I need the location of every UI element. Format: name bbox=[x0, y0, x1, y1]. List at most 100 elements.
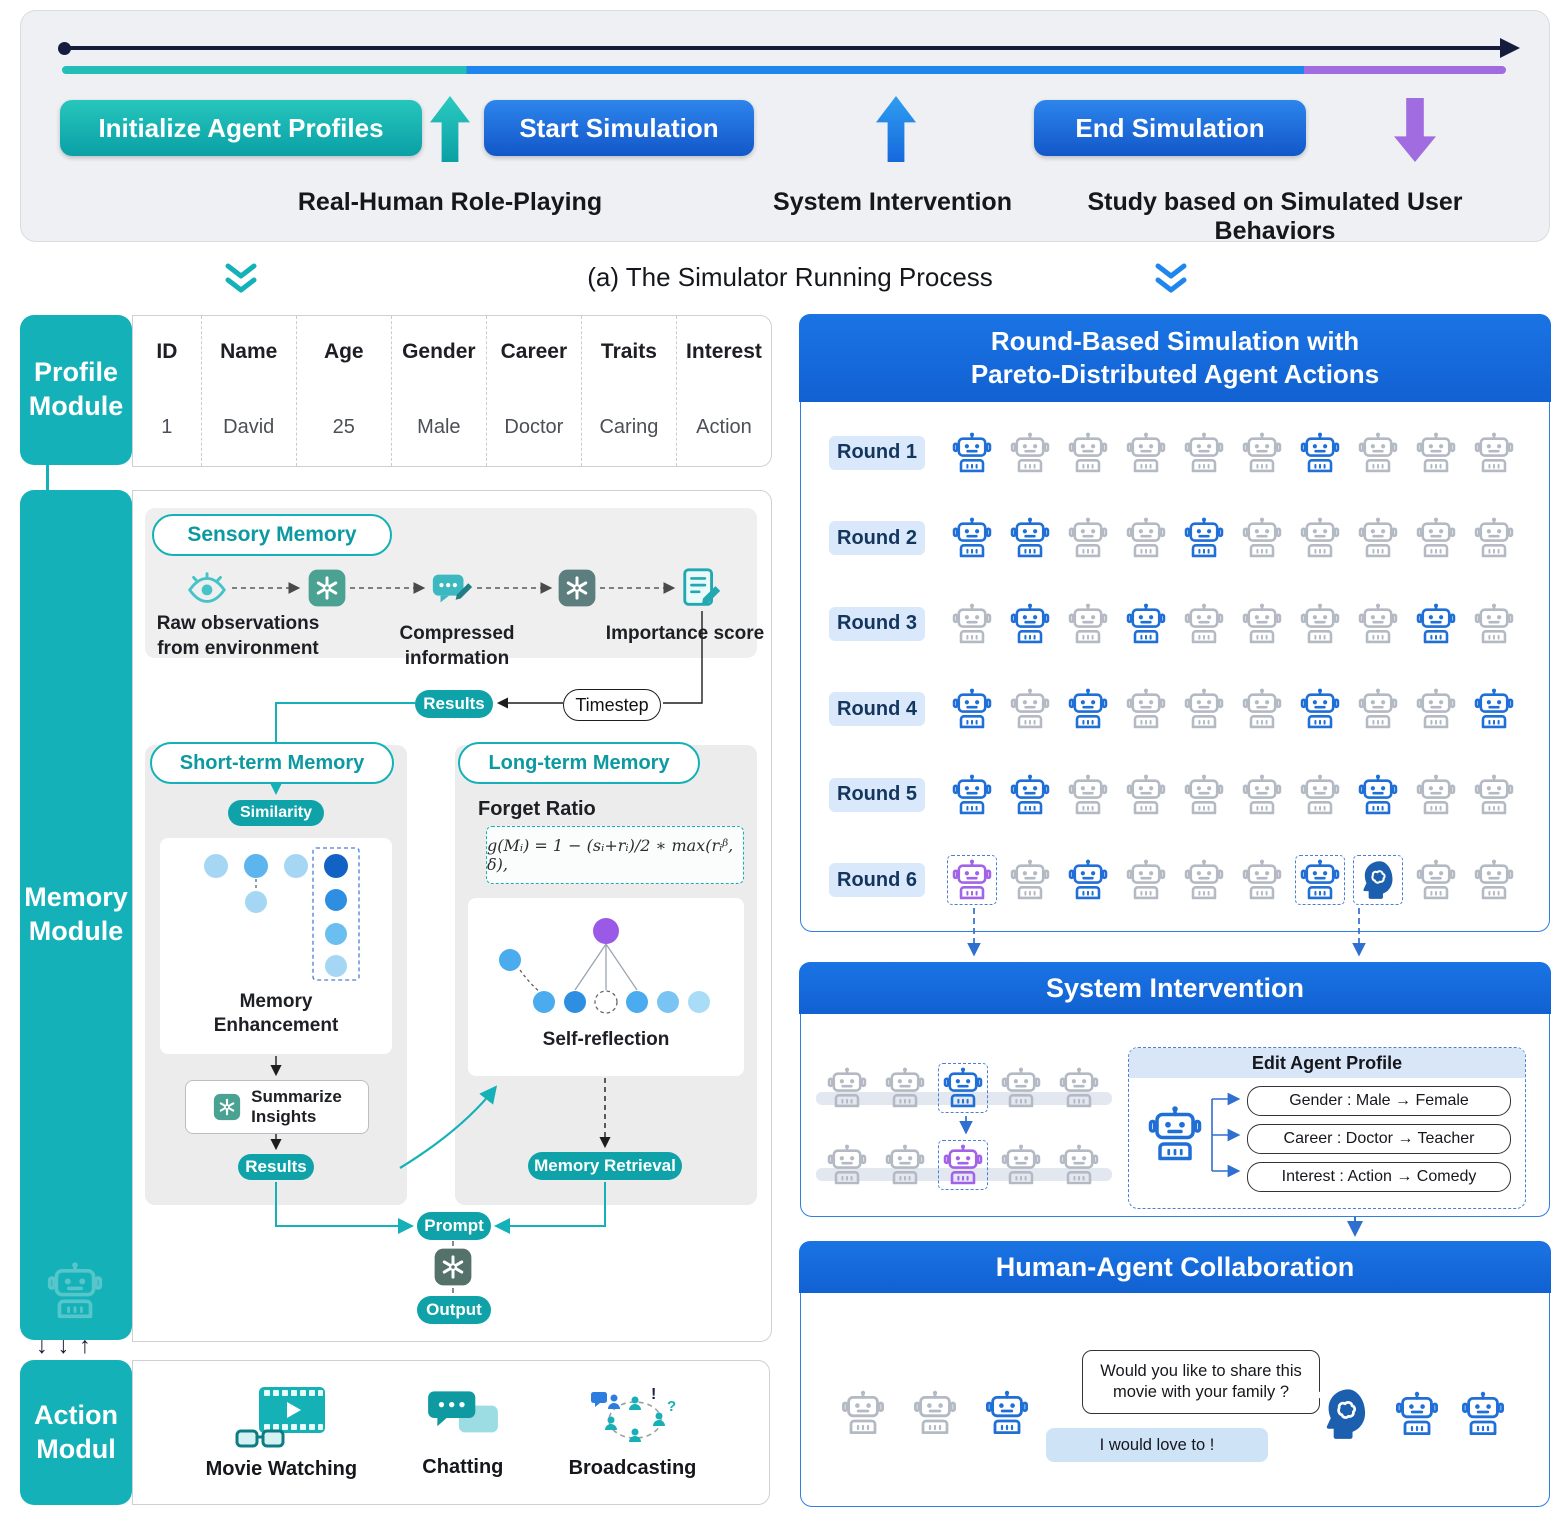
robot-watermark-icon bbox=[44, 1260, 106, 1322]
robot-agent-icon bbox=[836, 1386, 890, 1440]
importance-score-card-icon bbox=[683, 568, 721, 606]
robot-agent-icon bbox=[1353, 770, 1403, 820]
robot-agent-icon bbox=[1237, 770, 1287, 820]
robot-agent-icon bbox=[1411, 599, 1461, 649]
output-badge: Output bbox=[417, 1296, 491, 1324]
robot-agent-icon bbox=[947, 428, 997, 478]
module-connector-line bbox=[46, 463, 49, 492]
raw-observations-label: Raw observations from environment bbox=[156, 613, 320, 659]
svg-text:!: ! bbox=[651, 1386, 656, 1403]
robot-agent-icon bbox=[1237, 599, 1287, 649]
broadcasting-icon: ! ? bbox=[591, 1386, 676, 1442]
agent-row-band bbox=[816, 1092, 1112, 1105]
robot-agent-icon bbox=[1121, 599, 1171, 649]
short-term-memory-title: Short-term Memory bbox=[150, 742, 394, 784]
robot-agent-icon bbox=[947, 770, 997, 820]
robot-agent-icon bbox=[1353, 513, 1403, 563]
round-simulation-panel: Round-Based Simulation with Pareto-Distr… bbox=[799, 314, 1551, 932]
robot-agent-icon bbox=[1390, 1387, 1444, 1441]
robot-agent-icon bbox=[1179, 770, 1229, 820]
robot-agent-icon bbox=[1179, 599, 1229, 649]
robot-agent-icon bbox=[1063, 513, 1113, 563]
profile-module-sidebar: Profile Module bbox=[20, 315, 132, 465]
collab-agent-group-right bbox=[1314, 1382, 1510, 1446]
robot-agent-icon bbox=[1469, 684, 1519, 734]
round-label: Round 6 bbox=[829, 863, 925, 898]
robot-agent-icon bbox=[1469, 428, 1519, 478]
robot-agent-icon bbox=[1121, 855, 1171, 905]
robot-agent-icon bbox=[1063, 599, 1113, 649]
up-arrow-icon: ↑ bbox=[79, 1332, 91, 1358]
simulation-round-row: Round 6 bbox=[829, 855, 1539, 906]
robot-agent-icon bbox=[880, 1063, 930, 1113]
robot-agent-icon bbox=[1237, 513, 1287, 563]
down-arrow-icon: ↓ bbox=[57, 1332, 70, 1358]
module-flow-arrows: ↓ ↓ ↑ bbox=[36, 1332, 91, 1359]
initialize-agent-profiles-button: Initialize Agent Profiles bbox=[60, 100, 422, 156]
robot-agent-icon bbox=[1469, 599, 1519, 649]
profile-value-cell: 25 bbox=[332, 415, 355, 438]
round-label: Round 4 bbox=[829, 692, 925, 727]
intervention-agent-row bbox=[822, 1140, 1104, 1190]
robot-agent-icon bbox=[1005, 684, 1055, 734]
robot-agent-icon bbox=[1456, 1387, 1510, 1441]
simulation-round-row: Round 3 bbox=[829, 599, 1539, 649]
memory-dots-graphic bbox=[204, 847, 360, 981]
robot-agent-icon bbox=[1469, 513, 1519, 563]
self-reflection-panel: Self-reflection bbox=[468, 898, 744, 1076]
sensory-memory-title: Sensory Memory bbox=[152, 514, 392, 556]
profile-value-cell: 1 bbox=[161, 415, 173, 438]
robot-agent-icon bbox=[1353, 684, 1403, 734]
prompt-badge: Prompt bbox=[417, 1212, 491, 1240]
profile-header-cell: Interest bbox=[686, 340, 762, 363]
robot-agent-icon bbox=[1005, 513, 1055, 563]
llm-gpt-icon bbox=[212, 1092, 242, 1122]
collab-question-bubble: Would you like to share this movie with … bbox=[1082, 1350, 1325, 1414]
action-item-chatting: Chatting bbox=[422, 1387, 503, 1479]
profile-value-cell: Male bbox=[417, 415, 461, 438]
action-module-sidebar: Action Modul bbox=[20, 1360, 132, 1505]
human-brain-icon bbox=[1353, 855, 1403, 906]
short-term-results-badge: Results bbox=[238, 1154, 314, 1180]
robot-agent-icon bbox=[1063, 684, 1113, 734]
figure-caption: (a) The Simulator Running Process bbox=[587, 262, 993, 292]
robot-agent-icon bbox=[1353, 428, 1403, 478]
timeline-arrowhead bbox=[1500, 38, 1520, 58]
human-agent-collaboration-header: Human-Agent Collaboration bbox=[799, 1241, 1551, 1294]
sensory-results-badge: Results bbox=[415, 690, 493, 718]
simulation-round-row: Round 4 bbox=[829, 684, 1539, 734]
round-label: Round 3 bbox=[829, 606, 925, 641]
round-label: Round 5 bbox=[829, 777, 925, 812]
robot-agent-icon bbox=[1237, 684, 1287, 734]
movie-watching-label: Movie Watching bbox=[205, 1457, 358, 1480]
llm-gpt-icon bbox=[556, 567, 598, 609]
robot-agent-icon bbox=[1237, 855, 1287, 905]
round-agent-strip bbox=[947, 770, 1519, 820]
robot-agent-icon bbox=[947, 684, 997, 734]
robot-agent-icon bbox=[1295, 855, 1345, 906]
round-agent-strip bbox=[947, 855, 1519, 906]
robot-agent-icon bbox=[1295, 428, 1345, 478]
double-chevron-down-teal-icon bbox=[225, 263, 257, 293]
robot-agent-icon bbox=[1063, 770, 1113, 820]
action-module-box: Movie Watching Chatting ! bbox=[132, 1360, 770, 1505]
memory-retrieval-badge: Memory Retrieval bbox=[528, 1152, 682, 1180]
robot-agent-icon bbox=[1121, 428, 1171, 478]
summarize-insights-box: Summarize Insights bbox=[185, 1080, 369, 1134]
importance-score-label: Importance score bbox=[605, 623, 765, 644]
robot-agent-icon bbox=[947, 513, 997, 563]
chatting-label: Chatting bbox=[422, 1455, 504, 1478]
profile-value-cell: David bbox=[223, 415, 275, 438]
round-agent-strip bbox=[947, 513, 1519, 563]
robot-agent-icon bbox=[980, 1386, 1034, 1440]
profile-value-cell: Doctor bbox=[504, 415, 564, 438]
